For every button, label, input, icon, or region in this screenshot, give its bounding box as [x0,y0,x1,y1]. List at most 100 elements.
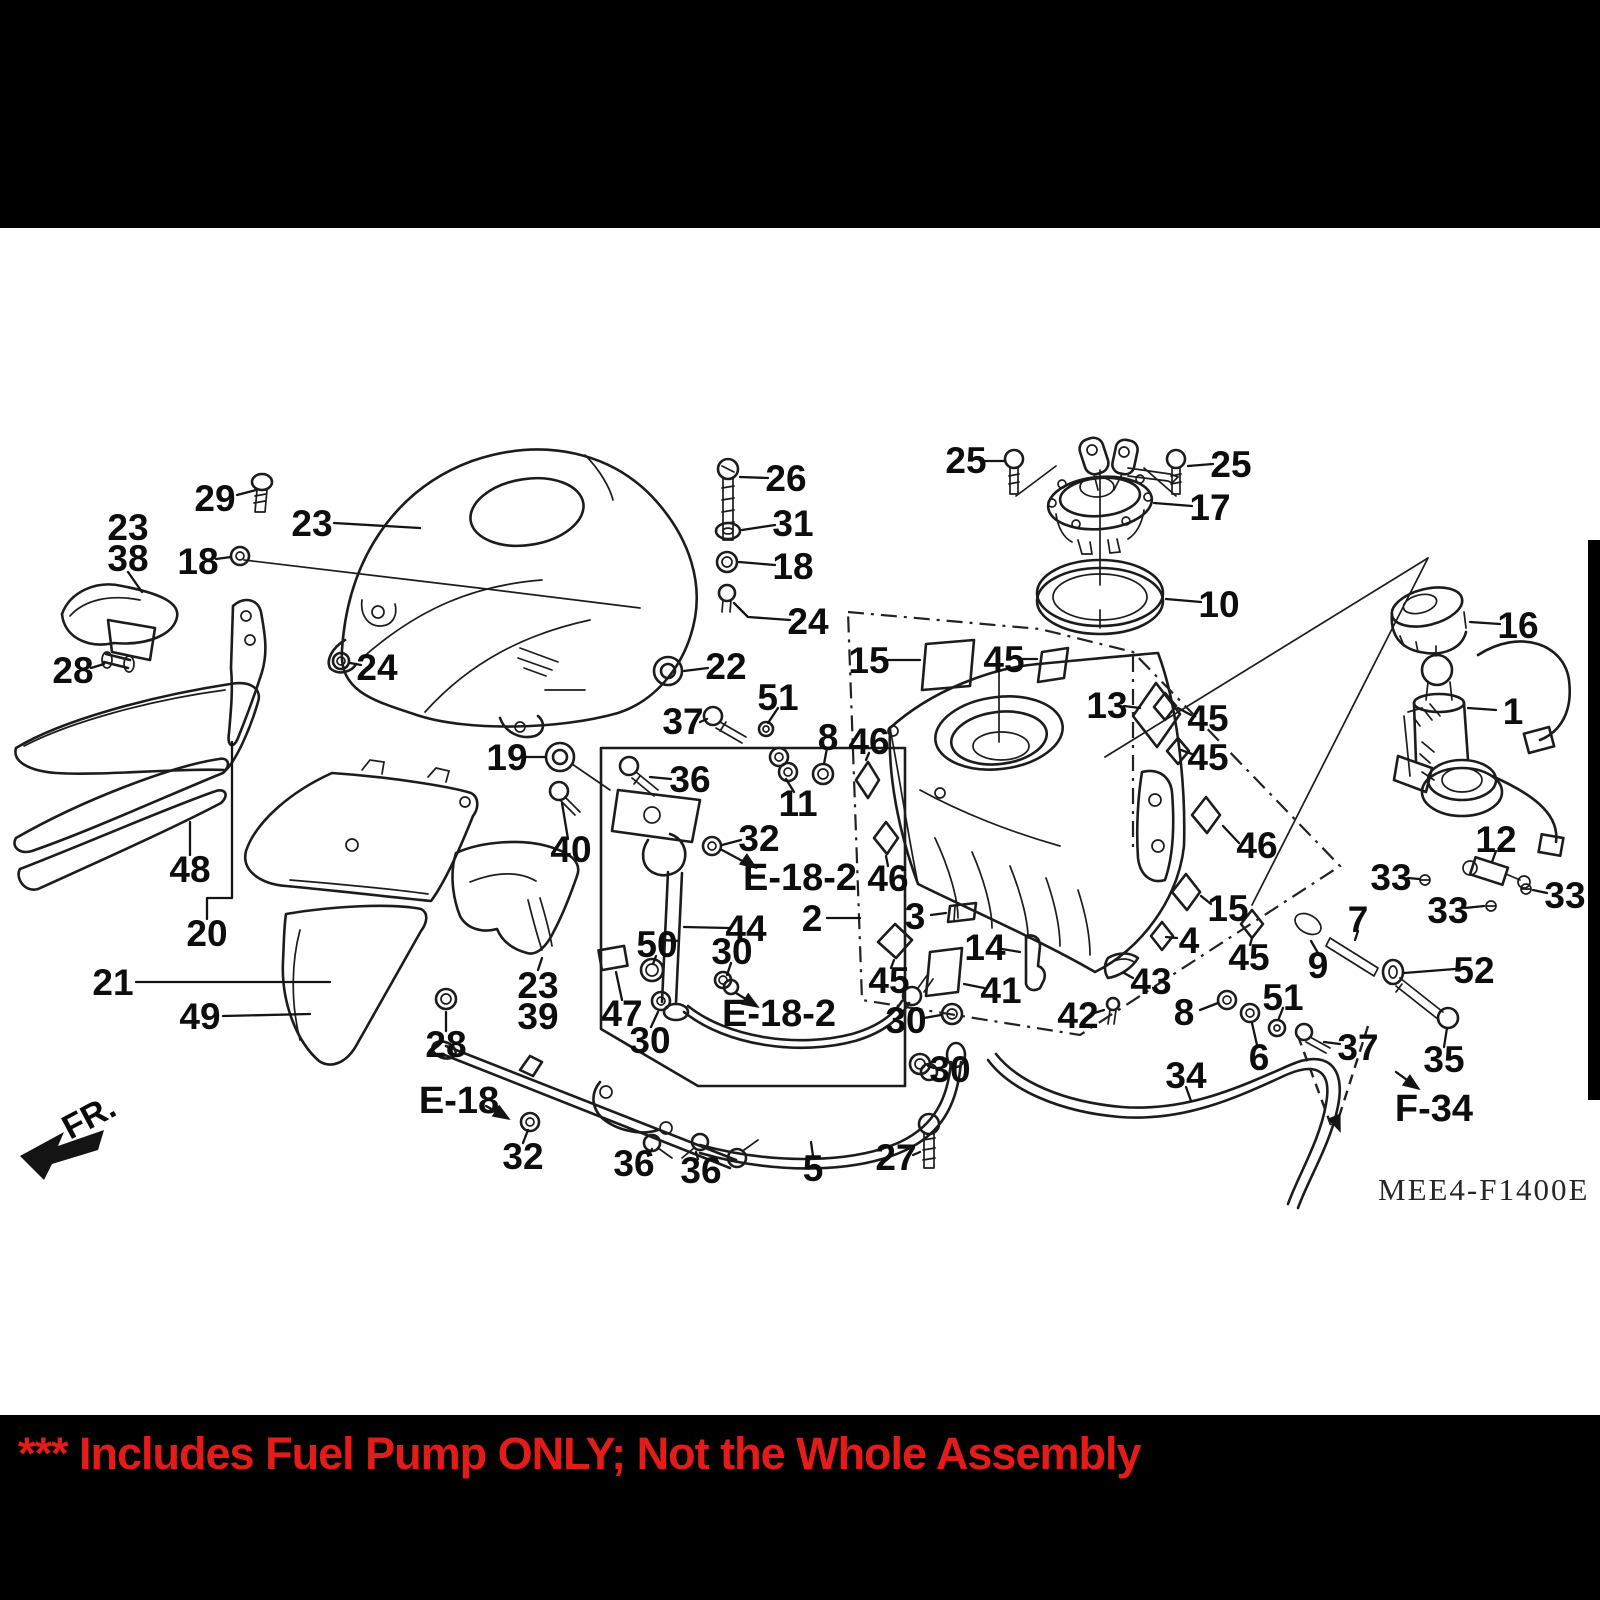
part-label-35: 35 [1423,1039,1464,1080]
part-label-30: 30 [929,1049,970,1090]
part-label-9: 9 [1308,945,1329,986]
part-label-46: 46 [1236,825,1277,866]
leader-line [889,958,896,970]
part-label-44: 44 [725,908,767,949]
leader-line [737,560,777,567]
part-label-18: 18 [177,541,218,582]
top-letterbox-bar [0,0,1600,228]
leader-line [809,1140,815,1158]
part-label-7: 7 [1348,899,1369,940]
part-label-39: 39 [517,996,558,1037]
leader-line [1406,876,1421,881]
leader-line [1442,1026,1449,1049]
leader-line [651,954,658,966]
part-label-38: 38 [107,538,148,579]
leader-line [648,775,673,781]
pointer-arrowhead [738,853,758,870]
part-label-50: 50 [636,924,677,965]
part-label-36: 36 [669,759,710,800]
part-label-46: 46 [867,858,908,899]
part-label-e-18-2: E-18-2 [743,857,857,899]
part-label-24: 24 [356,647,398,688]
part-label-24: 24 [787,601,829,642]
part-label-e-18: E-18 [419,1080,499,1122]
part-label-45: 45 [1228,937,1269,978]
leader-line [884,854,890,868]
leader-line [962,982,986,990]
leader-line [1490,849,1498,864]
part-label-23: 23 [291,503,332,544]
fuel-cap-assembly [1003,436,1187,636]
leader-line [332,521,422,530]
tank-top-cover [243,448,698,739]
part-label-45: 45 [1187,698,1228,739]
leader-line [926,1064,936,1070]
pads-and-cushions [854,638,1265,998]
part-label-25: 25 [1210,444,1251,485]
part-label-12: 12 [1475,819,1516,860]
part-label-18: 18 [772,546,813,587]
part-label-49: 49 [179,996,220,1037]
leader-line [864,751,871,762]
part-label-f-34: F-34 [1395,1088,1473,1130]
part-label-41: 41 [980,970,1021,1011]
part-label-43: 43 [1130,961,1171,1002]
part-label-17: 17 [1189,487,1230,528]
part-label-13: 13 [1086,685,1127,726]
part-label-16: 16 [1497,605,1538,646]
leader-line [560,801,570,841]
leader-line [1000,947,1022,954]
leader-line [205,740,234,921]
main-fuel-tank [887,651,1186,974]
leader-line [1250,1021,1259,1047]
leader-line [1309,939,1320,955]
leader-line [732,601,792,622]
part-label-48: 48 [169,849,210,890]
part-label-3: 3 [905,896,926,937]
leader-line [1186,462,1215,468]
part-label-33: 33 [1544,875,1585,916]
leader-line [682,925,731,930]
part-label-34: 34 [1165,1055,1207,1096]
leader-line [649,1010,660,1029]
right-edge-black-strip [1588,540,1600,1100]
leader-line [1248,936,1254,947]
leader-line [1164,597,1203,604]
part-label-42: 42 [1057,995,1098,1036]
leader-line [521,1128,530,1145]
leader-line [1463,904,1486,910]
leader-line [766,706,780,725]
leader-line [1152,501,1194,508]
leader-line [694,1150,700,1161]
leader-line [536,956,544,972]
leader-line [1176,706,1193,717]
part-label-8: 8 [1174,992,1195,1033]
part-label-30: 30 [629,1020,670,1061]
leader-line [1353,929,1360,942]
part-label-30: 30 [711,931,752,972]
leader-line [698,717,709,724]
part-label-51: 51 [757,677,798,718]
part-label-40: 40 [550,829,591,870]
leader-line [1468,620,1502,626]
leader-line [740,523,777,532]
fr-direction-arrow: FR. [20,1088,122,1180]
fuel-pump-assembly [1104,557,1572,912]
part-label-45: 45 [983,639,1024,680]
part-label-e-18-2: E-18-2 [722,993,836,1035]
leader-line [235,488,258,497]
leader-line [1466,706,1498,712]
part-label-30: 30 [885,1000,926,1041]
part-label-22: 22 [705,646,746,687]
bottom-letterbox-bar [0,1415,1600,1600]
leader-line [725,961,733,977]
leader-line [1164,935,1179,940]
part-label-4: 4 [1179,920,1200,961]
leader-line [1184,1085,1193,1103]
part-label-27: 27 [875,1137,916,1178]
part-label-31: 31 [772,503,813,544]
part-label-15: 15 [848,640,889,681]
part-label-26: 26 [765,458,806,499]
